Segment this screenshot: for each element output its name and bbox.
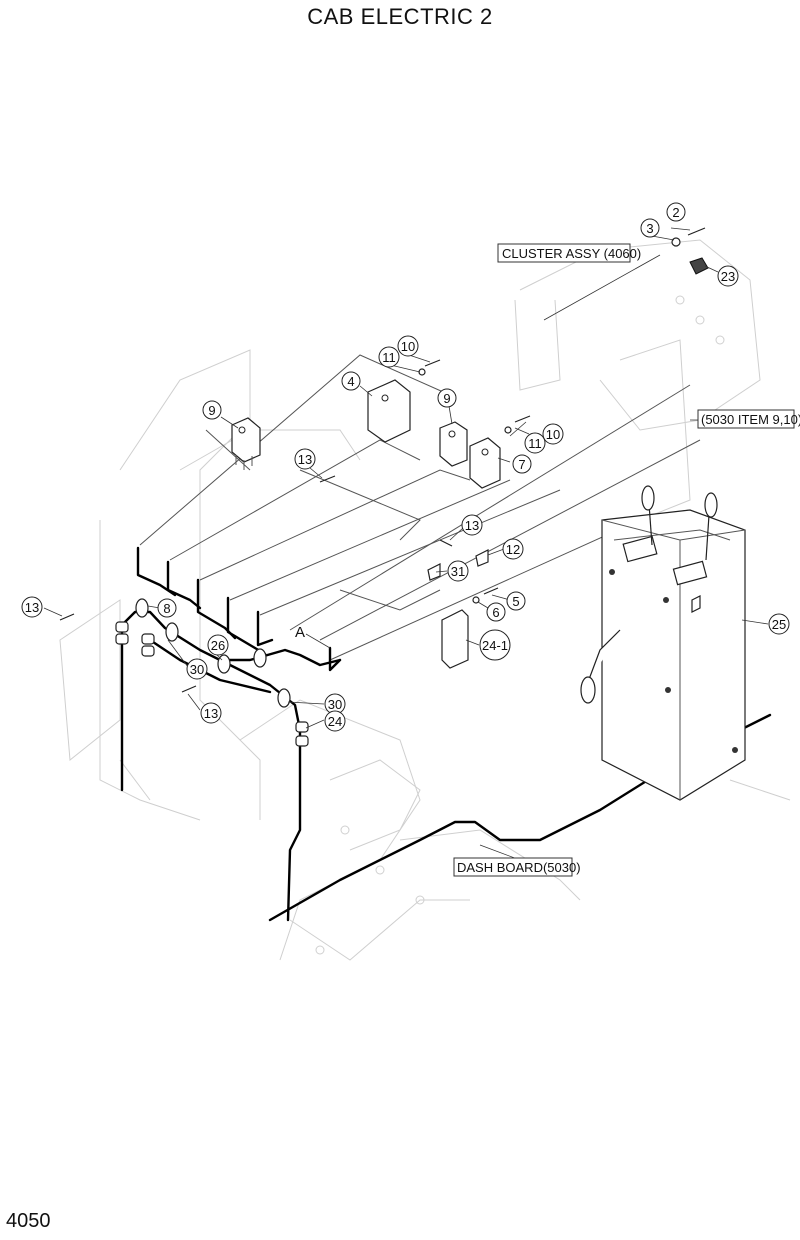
callout-9-right-text: 9 <box>443 391 450 406</box>
callout-23: 23 <box>717 265 739 287</box>
module-24-1 <box>441 609 469 669</box>
callout-8-text: 8 <box>163 601 170 616</box>
callout-9-left-text: 9 <box>208 403 215 418</box>
reference-5030-item: (5030 ITEM 9,10) <box>697 409 800 429</box>
callout-11-right-text: 11 <box>528 436 542 451</box>
callout-5-text: 5 <box>512 594 519 609</box>
relay-9-left <box>231 417 261 470</box>
page-title: CAB ELECTRIC 2 <box>307 4 493 29</box>
callout-10-top: 10 <box>397 335 419 357</box>
callout-13-middle-text: 13 <box>298 452 312 467</box>
bolts-and-washers <box>59 227 709 693</box>
harness-plates <box>139 354 741 661</box>
leader-lines <box>43 227 769 867</box>
callout-12: 12 <box>502 538 524 560</box>
callout-13-left-text: 13 <box>25 600 39 615</box>
callout-30-right: 30 <box>324 693 346 715</box>
callout-13-right: 13 <box>461 514 483 536</box>
callout-4-text: 4 <box>347 374 354 389</box>
relay-9-right <box>439 421 468 467</box>
callout-25-text: 25 <box>772 617 786 632</box>
callout-4: 4 <box>341 371 361 391</box>
callout-26-text: 26 <box>211 638 225 653</box>
callout-24-1-text: 24-1 <box>482 638 508 653</box>
callout-10-top-text: 10 <box>401 339 415 354</box>
callout-7-text: 7 <box>518 457 525 472</box>
callout-3-text: 3 <box>646 221 653 236</box>
callout-10-right: 10 <box>542 423 564 445</box>
callout-23-text: 23 <box>721 269 735 284</box>
callout-6: 6 <box>486 602 506 622</box>
callout-30-left: 30 <box>186 658 208 680</box>
callout-24-text: 24 <box>328 714 342 729</box>
callout-24: 24 <box>324 710 346 732</box>
callout-26: 26 <box>207 634 229 656</box>
callout-30-left-text: 30 <box>190 662 204 677</box>
callout-9-left: 9 <box>202 400 222 420</box>
callout-2: 2 <box>666 202 686 222</box>
callout-13-left: 13 <box>21 596 43 618</box>
view-flag-a: A <box>295 624 305 641</box>
callout-13-right-text: 13 <box>465 518 479 533</box>
reference-dash-board-text: DASH BOARD(5030) <box>457 860 581 875</box>
callout-12-text: 12 <box>506 542 520 557</box>
callout-9-right: 9 <box>437 388 457 408</box>
wire-harness <box>120 538 772 922</box>
callout-30-right-text: 30 <box>328 697 342 712</box>
callout-7: 7 <box>512 454 532 474</box>
callout-13-bottom-text: 13 <box>204 706 218 721</box>
callout-6-text: 6 <box>492 605 499 620</box>
callout-25: 25 <box>768 613 790 635</box>
reference-5030-item-text: (5030 ITEM 9,10) <box>701 412 800 427</box>
callout-31-text: 31 <box>451 564 465 579</box>
view-flag-a-text: A <box>295 624 305 641</box>
page-number: 4050 <box>6 1210 51 1232</box>
callout-2-text: 2 <box>672 205 679 220</box>
callout-13-middle: 13 <box>294 448 316 470</box>
reference-dash-board: DASH BOARD(5030) <box>453 857 581 877</box>
control-box <box>580 485 746 801</box>
callout-5: 5 <box>506 591 526 611</box>
reference-cluster-assy-text: CLUSTER ASSY (4060) <box>502 246 641 261</box>
callout-13-bottom: 13 <box>200 702 222 724</box>
callout-10-right-text: 10 <box>546 427 560 442</box>
callout-24-1: 24-1 <box>479 629 511 661</box>
relay-4 <box>367 379 411 443</box>
callout-11-top: 11 <box>378 346 400 368</box>
callout-31: 31 <box>447 560 469 582</box>
reference-cluster-assy: CLUSTER ASSY (4060) <box>497 243 641 263</box>
callout-11-right: 11 <box>524 432 546 454</box>
relay-7 <box>469 437 501 489</box>
callout-8: 8 <box>157 598 177 618</box>
callout-11-top-text: 11 <box>382 350 396 365</box>
callout-3: 3 <box>640 218 660 238</box>
